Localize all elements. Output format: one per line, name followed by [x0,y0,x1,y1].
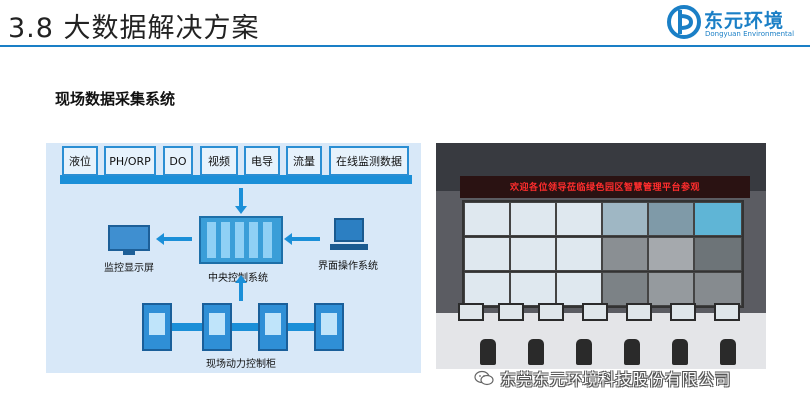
welcome-banner: 欢迎各位领导莅临绿色园区智慧管理平台参观 [460,176,750,198]
video-panel [510,202,556,236]
sensor-do: DO [163,146,193,176]
video-panel [648,202,694,236]
sensor-flow: 流量 [286,146,322,176]
video-panel [602,202,648,236]
chair [528,339,544,365]
bottom-label: 现场动力控制柜 [206,359,276,370]
watermark: 东莞东元环境科技股份有限公司 [474,366,731,390]
logo-name-cn: 东元环境 [704,10,785,32]
sensor-video: 视频 [200,146,238,176]
sensor-conductivity: 电导 [244,146,280,176]
section-heading: 现场数据采集系统 [55,90,176,108]
display-monitor [108,225,150,251]
video-panel [510,237,556,271]
watermark-text: 东莞东元环境科技股份有限公司 [500,370,732,389]
arrowhead-up [235,275,247,283]
slide-title: 3.8 大数据解决方案 [8,13,260,44]
arrow-up [239,283,243,301]
arrowhead-right [284,233,292,245]
power-cabinet [142,303,172,351]
chair [624,339,640,365]
system-diagram: 液位 PH/ORP DO 视频 电导 流量 在线监测数据 中央控制系统 监控显示… [46,143,421,373]
right-label: 界面操作系统 [318,261,378,272]
desk-monitor [498,303,524,321]
chair [576,339,592,365]
title-rule [0,45,810,47]
power-cabinet [258,303,288,351]
arrowhead-down [235,206,247,214]
power-cabinet [202,303,232,351]
video-panel [602,237,648,271]
sensor-bus [60,175,412,184]
video-panel [556,272,602,306]
desk-monitor [714,303,740,321]
sensor-ph-orp: PH/ORP [104,146,156,176]
video-panel [556,202,602,236]
arrow-left [164,237,192,241]
video-panel [510,272,556,306]
video-panel [648,237,694,271]
desk-monitor [626,303,652,321]
company-logo: 东元环境 Dongyuan Environmental [667,4,807,42]
video-panel [464,202,510,236]
power-cabinet [314,303,344,351]
video-panel [464,237,510,271]
video-panel [694,272,742,306]
desk-monitor [538,303,564,321]
chair [672,339,688,365]
video-panel [694,202,742,236]
video-panel [602,272,648,306]
cabinet-bus [146,323,326,331]
operator-pc-base [330,244,368,250]
video-panel [648,272,694,306]
chair [720,339,736,365]
logo-name-en: Dongyuan Environmental [705,30,795,38]
arrow-right [290,237,320,241]
desk-monitor [458,303,484,321]
video-panel [556,237,602,271]
wechat-icon [474,370,494,386]
desk-monitor [582,303,608,321]
central-controller [199,216,283,264]
arrow-down [239,188,243,206]
control-room-photo: 欢迎各位领导莅临绿色园区智慧管理平台参观 [436,143,766,369]
video-panel [464,272,510,306]
operator-pc [334,218,364,242]
display-monitor-stand [123,251,135,255]
desk-monitor [670,303,696,321]
logo-mark-icon [667,5,701,39]
left-label: 监控显示屏 [104,263,154,274]
video-wall [462,200,744,308]
chair [480,339,496,365]
welcome-banner-text: 欢迎各位领导莅临绿色园区智慧管理平台参观 [509,183,700,193]
arrowhead-left [156,233,164,245]
sensor-online-monitoring: 在线监测数据 [329,146,409,176]
video-panel [694,237,742,271]
sensor-level: 液位 [62,146,98,176]
